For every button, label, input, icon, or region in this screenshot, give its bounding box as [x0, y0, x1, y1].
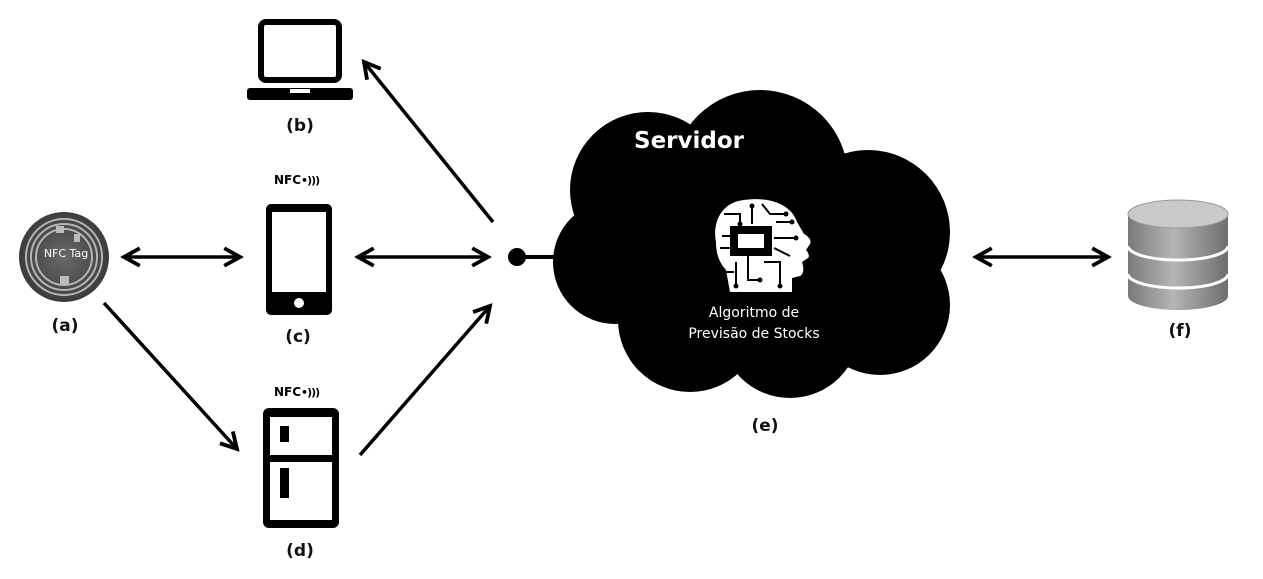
- algorithm-line-2: Previsão de Stocks: [688, 326, 820, 342]
- label-c: (c): [285, 327, 311, 347]
- arrow-hub-laptop: [364, 62, 495, 224]
- nfc-badge-phone: NFC•))): [274, 173, 320, 187]
- algorithm-line-1: Algoritmo de: [708, 305, 800, 321]
- nfc-badge-fridge: NFC•))): [274, 385, 320, 399]
- network-junction: [508, 248, 565, 266]
- laptop-icon: [247, 19, 353, 100]
- label-f: (f): [1168, 321, 1192, 341]
- cloud-title: Servidor: [634, 128, 744, 154]
- nfc-tag-icon: [19, 212, 109, 302]
- arrow-tag-fridge: [102, 301, 237, 449]
- nfc-tag-text: NFC Tag: [43, 247, 89, 260]
- ai-head-icon: [715, 199, 811, 292]
- nfc-badge-text: NFC: [274, 173, 302, 187]
- smartphone-icon: [266, 204, 332, 315]
- nfc-waves-icon: •))): [301, 174, 320, 187]
- nfc-waves-icon: •))): [301, 386, 320, 399]
- label-b: (b): [286, 116, 314, 136]
- algorithm-caption: Algoritmo de Previsão de Stocks: [688, 303, 819, 345]
- label-d: (d): [286, 541, 314, 561]
- database-icon: [1126, 199, 1230, 310]
- nfc-badge-text: NFC: [274, 385, 302, 399]
- fridge-icon: [263, 408, 339, 528]
- label-e: (e): [751, 416, 779, 436]
- label-a: (a): [51, 316, 79, 336]
- arrow-fridge-hub: [358, 306, 490, 457]
